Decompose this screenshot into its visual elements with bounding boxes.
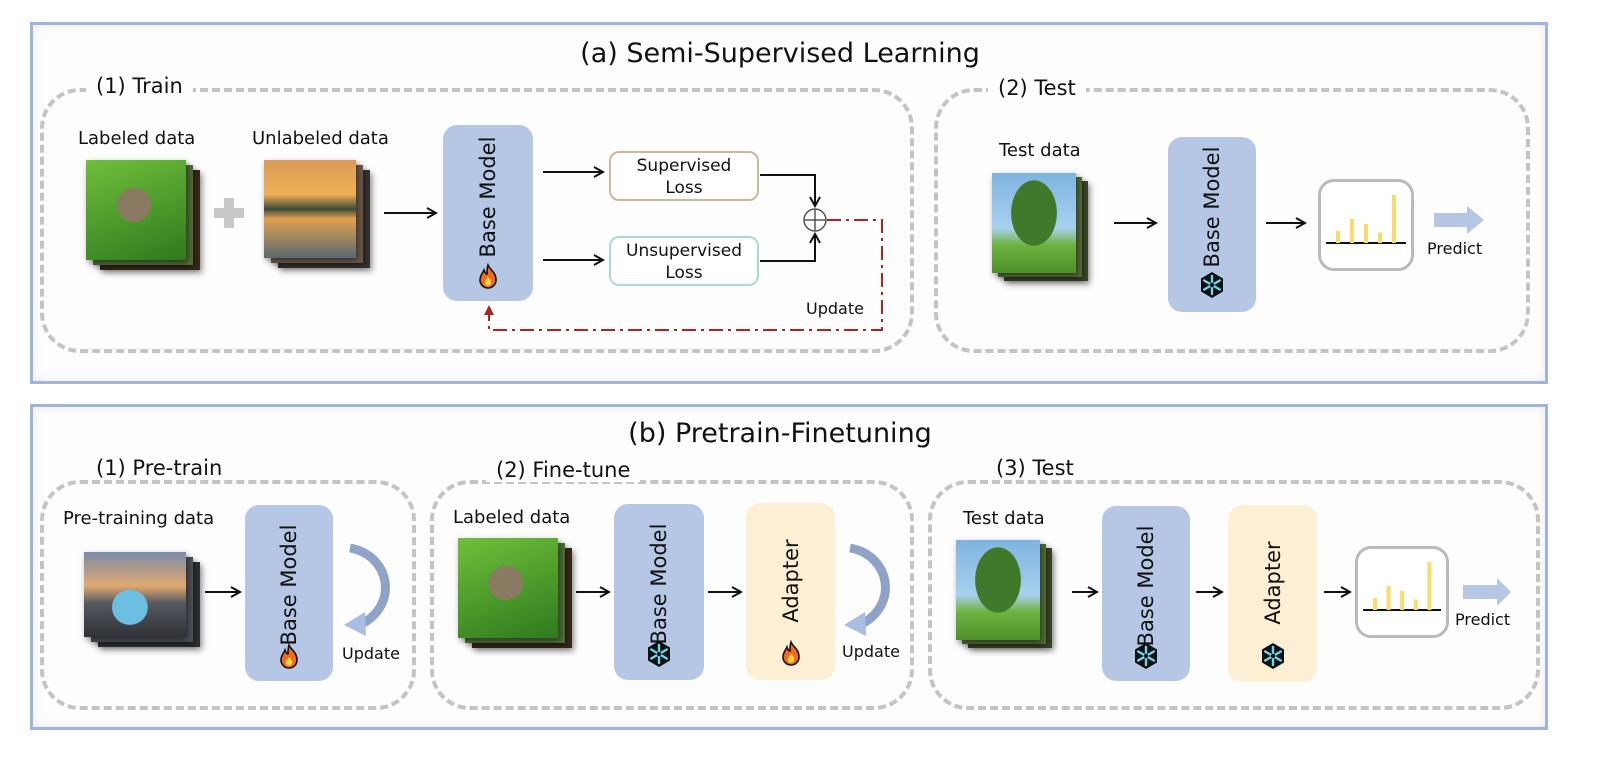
cat-image	[86, 160, 186, 260]
prediction-bar	[1364, 223, 1368, 243]
snowflake-icon	[645, 640, 673, 668]
unlabeled-data-label: Unlabeled data	[252, 128, 389, 149]
finetune-data-image-stack	[458, 538, 572, 648]
sum-node-icon	[803, 208, 827, 232]
supervised-loss-box: Supervised Loss	[609, 151, 759, 201]
unsupervised-loss-box: Unsupervised Loss	[609, 236, 759, 286]
unlabeled-data-image-stack	[264, 160, 370, 268]
update-label-a: Update	[806, 299, 864, 318]
stage-finetune	[430, 480, 914, 710]
update-label-finetune: Update	[842, 642, 900, 661]
predict-label-a: Predict	[1427, 239, 1483, 258]
unsupervised-loss-line2: Loss	[665, 263, 703, 283]
fire-icon	[474, 262, 502, 291]
fire-icon	[275, 642, 303, 671]
test-data-image-stack-b	[956, 540, 1052, 648]
stage-train	[40, 88, 914, 353]
prediction-bar	[1392, 195, 1396, 243]
base-model-pretrain: Base Model	[245, 505, 333, 681]
tree-image	[956, 540, 1040, 640]
prediction-bar	[1350, 219, 1354, 243]
predict-arrow-icon	[1434, 206, 1484, 234]
prediction-bars-b	[1363, 562, 1441, 611]
prediction-bar	[1400, 590, 1405, 610]
prediction-bar	[1373, 598, 1377, 610]
panel-a-title: (a) Semi-Supervised Learning	[580, 38, 980, 69]
pretraining-data-label: Pre-training data	[63, 508, 215, 529]
test-data-label-a: Test data	[999, 140, 1081, 161]
unsupervised-loss-line1: Unsupervised	[626, 241, 742, 261]
predict-label-b: Predict	[1455, 610, 1511, 629]
finetune-data-label: Labeled data	[453, 507, 571, 528]
prediction-bar	[1413, 599, 1418, 610]
stage-train-label: (1) Train	[86, 74, 193, 98]
stage-test-a	[934, 88, 1530, 353]
stage-test-b	[928, 480, 1540, 710]
snowflake-icon	[1132, 642, 1160, 670]
snowflake-icon	[1259, 642, 1287, 670]
car-image	[84, 552, 186, 637]
prediction-bar	[1427, 562, 1432, 610]
snowflake-icon	[1198, 271, 1226, 299]
base-model-test-b: Base Model	[1102, 506, 1190, 681]
stage-test-b-label: (3) Test	[986, 456, 1084, 480]
prediction-chart-b	[1355, 546, 1449, 638]
predict-arrow-icon	[1463, 578, 1511, 606]
labeled-data-image-stack	[86, 160, 200, 270]
base-model-test-a: Base Model	[1168, 137, 1256, 312]
arrow	[760, 234, 815, 262]
prediction-bar	[1336, 231, 1340, 243]
tree-image	[992, 173, 1076, 273]
update-curve-icon	[844, 543, 890, 636]
prediction-bar	[1386, 586, 1391, 610]
prediction-bar	[1378, 232, 1382, 243]
panel-b-title: (b) Pretrain-Finetuning	[628, 418, 932, 449]
stage-finetune-label: (2) Fine-tune	[486, 458, 641, 482]
adapter-test-b: Adapter	[1228, 505, 1317, 682]
test-data-image-stack-a	[992, 173, 1088, 281]
test-data-label-b: Test data	[963, 508, 1045, 529]
mountain-lake-image	[264, 160, 356, 258]
pretraining-data-image-stack	[84, 552, 200, 647]
stage-pretrain	[40, 480, 416, 710]
stage-test-a-label: (2) Test	[988, 76, 1086, 100]
supervised-loss-line1: Supervised	[636, 156, 732, 176]
update-feedback-line	[484, 219, 883, 331]
adapter-finetune: Adapter	[746, 503, 835, 680]
arrow	[760, 174, 815, 206]
update-curve-icon	[344, 543, 390, 636]
fire-icon	[777, 639, 805, 668]
base-model-train: Base Model	[443, 125, 533, 301]
labeled-data-label: Labeled data	[78, 128, 196, 149]
stage-pretrain-label: (1) Pre-train	[86, 456, 233, 480]
plus-icon	[214, 198, 244, 228]
supervised-loss-line2: Loss	[665, 178, 703, 198]
prediction-bars-a	[1326, 195, 1406, 244]
cat-image	[458, 538, 558, 638]
update-label-pretrain: Update	[342, 644, 400, 663]
base-model-finetune: Base Model	[614, 504, 704, 680]
